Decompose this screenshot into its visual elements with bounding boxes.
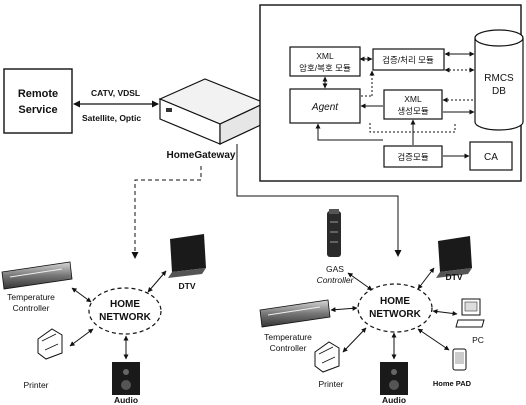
verify-module-label: 검증모듈 — [397, 152, 428, 162]
dotted-return-path — [369, 122, 456, 133]
ca-box — [469, 141, 513, 171]
homegateway-label: HomeGateway — [167, 150, 236, 161]
remote-service-label-1: Remote — [18, 88, 58, 100]
right-gas-spoke — [347, 272, 373, 291]
right-audio-icon — [380, 362, 408, 395]
gas-controller-icon — [327, 209, 341, 257]
left-printer-label: Printer — [23, 380, 48, 390]
verify-process-label: 검증/처리 모듈 — [382, 55, 434, 65]
right-printer-icon — [314, 341, 340, 373]
right-temperature-label-1: Temperature — [264, 332, 312, 342]
left-dtv-icon — [168, 234, 206, 278]
left-temp-spoke — [71, 287, 92, 303]
xml-generate-module — [383, 89, 443, 120]
gateway-right-network-link — [236, 144, 402, 257]
right-homepad-spoke — [417, 328, 450, 351]
xml-crypto-label-1: XML — [316, 51, 334, 61]
home-pad-icon — [452, 348, 467, 371]
xml-generate-label-1: XML — [404, 94, 422, 104]
gas-label-2: Controller — [317, 275, 355, 285]
db-label-1: RMCS — [484, 73, 514, 84]
xml-generate-label-2: 생성모듈 — [397, 106, 428, 116]
left-audio-icon — [112, 362, 140, 395]
gas-label-1: GAS — [326, 264, 344, 274]
xml-crypto-module — [289, 46, 361, 77]
left-temperature-label-2: Controller — [13, 303, 50, 313]
ca-label: CA — [484, 152, 498, 163]
homegateway-device — [158, 78, 267, 145]
xml-crypto-label-2: 암호/복호 모듈 — [299, 63, 351, 73]
agent-verifymodule-link — [315, 123, 383, 141]
right-dtv-spoke — [417, 267, 435, 290]
agent-label: Agent — [311, 102, 339, 113]
left-hub-label-2: NETWORK — [99, 312, 151, 323]
remote-service-label-2: Service — [18, 104, 57, 116]
gateway-left-network-link — [131, 166, 202, 259]
left-printer-spoke — [69, 328, 94, 347]
right-audio-label: Audio — [382, 395, 406, 405]
left-hub-label-1: HOME — [110, 299, 140, 310]
left-audio-label: Audio — [114, 395, 138, 405]
right-printer-label: Printer — [318, 379, 343, 389]
pc-icon — [455, 298, 485, 328]
verify-process-module — [372, 48, 445, 71]
right-home-network-hub — [357, 283, 433, 333]
home-pad-label: Home PAD — [433, 379, 472, 388]
left-home-network-hub — [88, 287, 162, 335]
link-label-catv: CATV, VDSL — [91, 88, 140, 98]
pc-label: PC — [472, 335, 484, 345]
right-hub-label-2: NETWORK — [369, 309, 421, 320]
right-dtv-label: DTV — [446, 272, 463, 282]
right-temp-spoke — [330, 305, 358, 313]
agent-module — [289, 88, 361, 124]
left-temperature-label-1: Temperature — [7, 292, 55, 302]
rmcs-db-cylinder — [474, 29, 524, 131]
left-temperature-controller-icon — [1, 261, 73, 290]
right-temperature-controller-icon — [259, 299, 331, 328]
link-label-satellite: Satellite, Optic — [82, 113, 141, 123]
right-hub-label-1: HOME — [380, 296, 410, 307]
remote-service-box — [3, 68, 73, 134]
right-printer-spoke — [342, 327, 367, 353]
left-dtv-spoke — [147, 270, 167, 293]
left-printer-icon — [37, 328, 63, 360]
right-temperature-label-2: Controller — [270, 343, 307, 353]
right-dtv-icon — [436, 236, 472, 278]
db-label-2: DB — [492, 86, 506, 97]
right-pc-spoke — [432, 309, 458, 316]
left-dtv-label: DTV — [179, 281, 196, 291]
verify-module — [383, 145, 443, 168]
